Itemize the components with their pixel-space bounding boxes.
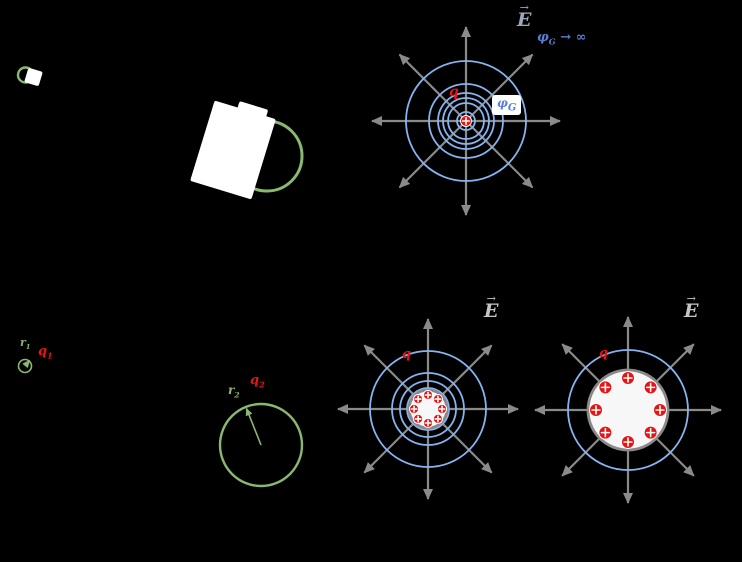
mini-radius-circle xyxy=(17,358,33,374)
sphere-radius-r2-circle xyxy=(218,402,304,488)
potential-gauge-badge: φG xyxy=(492,95,522,116)
eraser-tip xyxy=(234,101,268,129)
vector-arrow-icon: → xyxy=(519,1,529,14)
charge-q-label-middle: q xyxy=(402,347,412,362)
point-charge-field-diagram xyxy=(371,26,561,216)
potential-at-infinity-label: φG → ∞ xyxy=(537,30,587,47)
mini-eraser-body xyxy=(24,68,43,86)
charge-q-label-right: q xyxy=(599,346,609,361)
large-charged-sphere-field-diagram xyxy=(534,316,722,504)
e-field-vector-label-right: → E xyxy=(684,292,699,322)
charge-q-label-top: q xyxy=(449,84,459,100)
charge-q1-label: q1 xyxy=(38,344,53,361)
small-charged-sphere-field-diagram xyxy=(337,318,519,500)
radius-r2-label: r2 xyxy=(228,383,240,400)
vector-arrow-icon: → xyxy=(686,292,696,305)
e-field-vector-label-top: → E xyxy=(517,1,532,31)
charge-q2-label: q2 xyxy=(250,373,265,390)
vector-arrow-icon: → xyxy=(486,292,496,305)
radius-r1-label: r1 xyxy=(20,336,31,352)
e-field-vector-label-middle: → E xyxy=(484,292,499,322)
